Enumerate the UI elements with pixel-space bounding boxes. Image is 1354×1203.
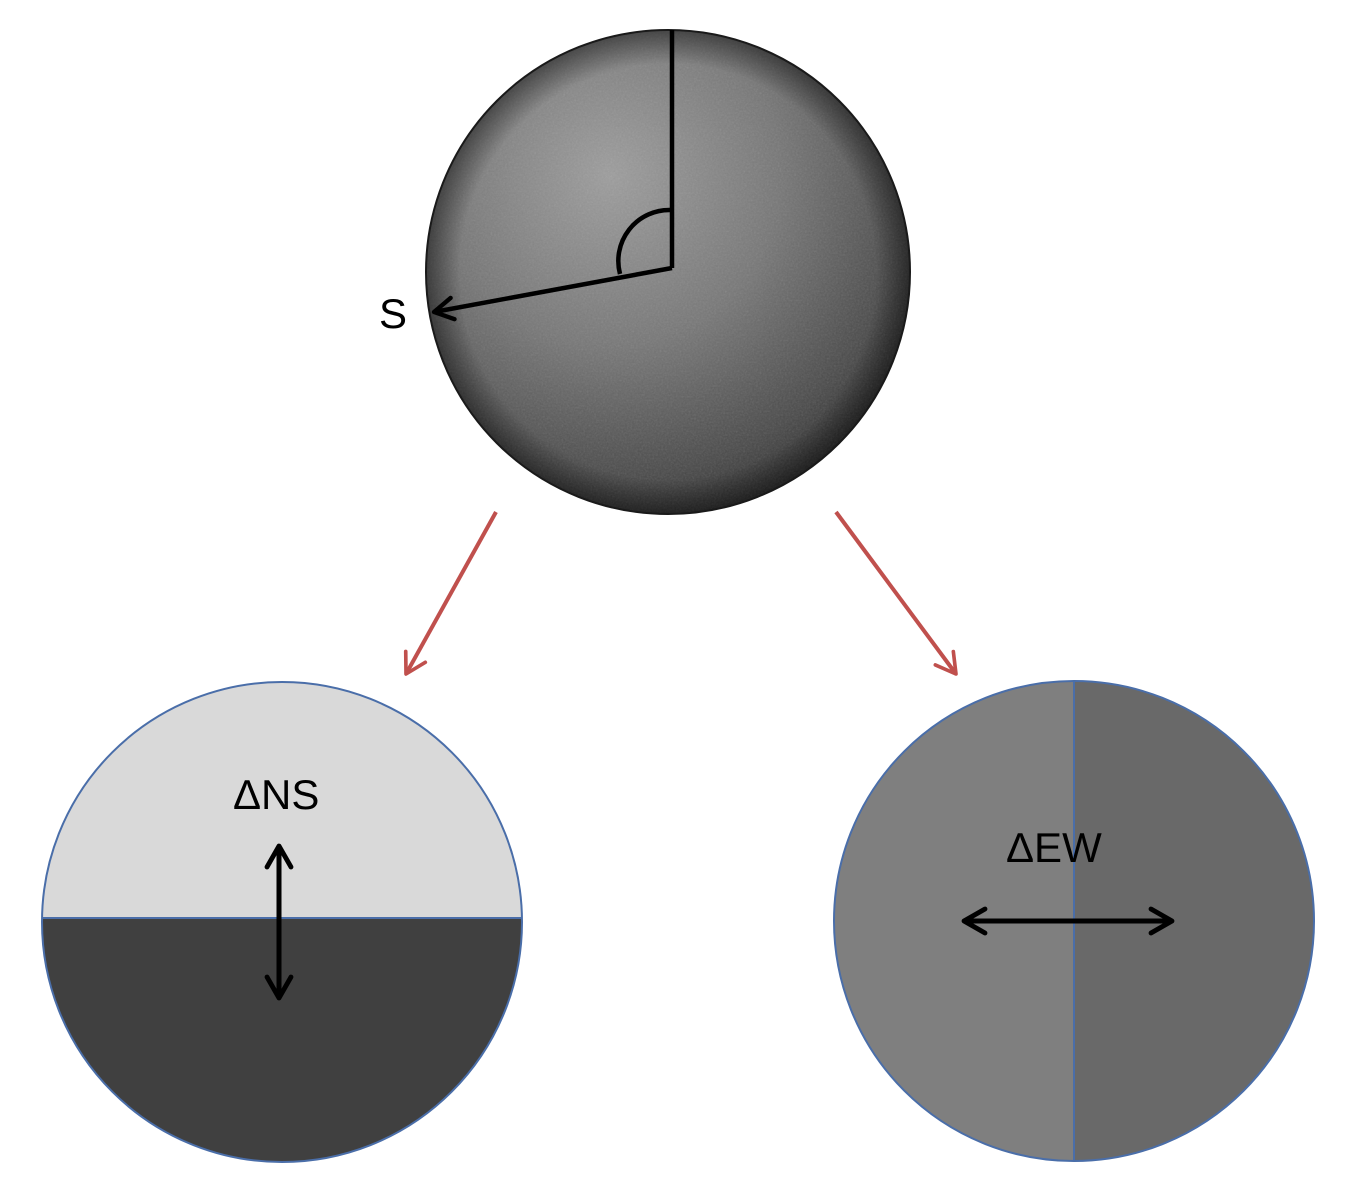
red-arrow-left [403,511,498,676]
ns-bottom-half [42,918,522,1162]
ns-difference-label: ΔNS [233,771,319,818]
sun-vector-label: S [379,290,407,337]
angle-arc-icon [616,207,671,275]
red-arrow-right [834,510,958,676]
sun-vector-arrow [431,265,673,322]
ns-difference-circle [41,681,523,1163]
ew-difference-label: ΔEW [1006,824,1102,871]
textured-sphere [425,29,911,515]
